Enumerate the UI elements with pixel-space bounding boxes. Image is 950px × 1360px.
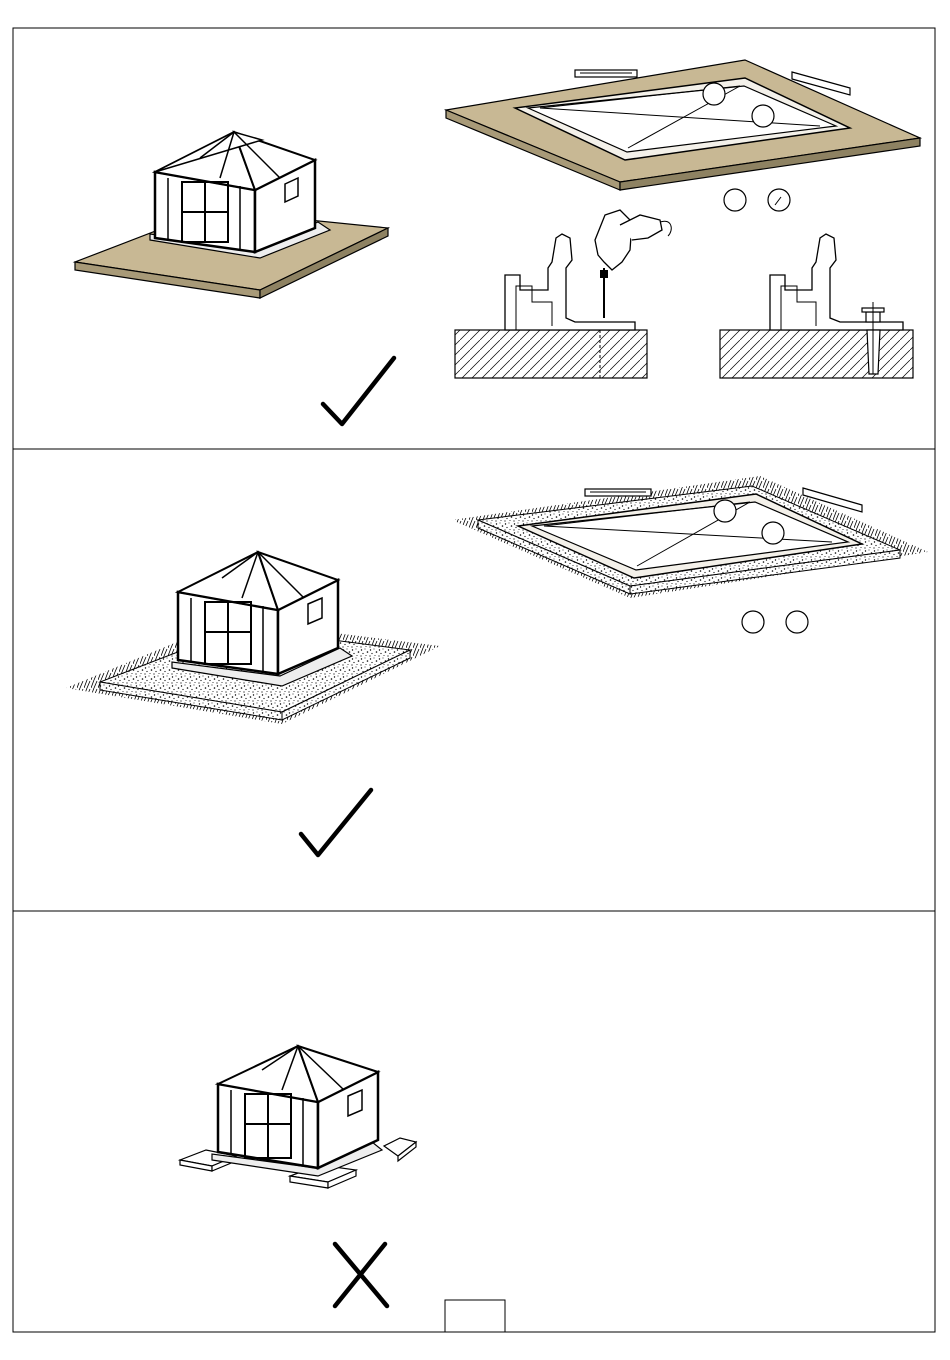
drilling-detail-illustration (455, 210, 671, 378)
cross-mark-icon (335, 1244, 387, 1306)
callout-circle (724, 189, 746, 211)
callout-circle (786, 611, 808, 633)
check-mark-icon (323, 358, 394, 424)
panel-gravel-bed (66, 476, 928, 855)
panel-slab-pads (180, 1046, 416, 1306)
base-frame-on-gravel-illustration (452, 476, 928, 633)
panel-concrete-slab (75, 60, 920, 424)
page-number (445, 1300, 505, 1332)
anchor-bolt-detail-illustration (720, 234, 913, 378)
base-frame-on-slab-illustration (446, 60, 920, 211)
gazebo-illustration (150, 132, 330, 258)
callout-circle (742, 611, 764, 633)
gazebo-illustration (172, 552, 352, 686)
check-mark-icon (301, 790, 371, 855)
gazebo-illustration (212, 1046, 382, 1176)
